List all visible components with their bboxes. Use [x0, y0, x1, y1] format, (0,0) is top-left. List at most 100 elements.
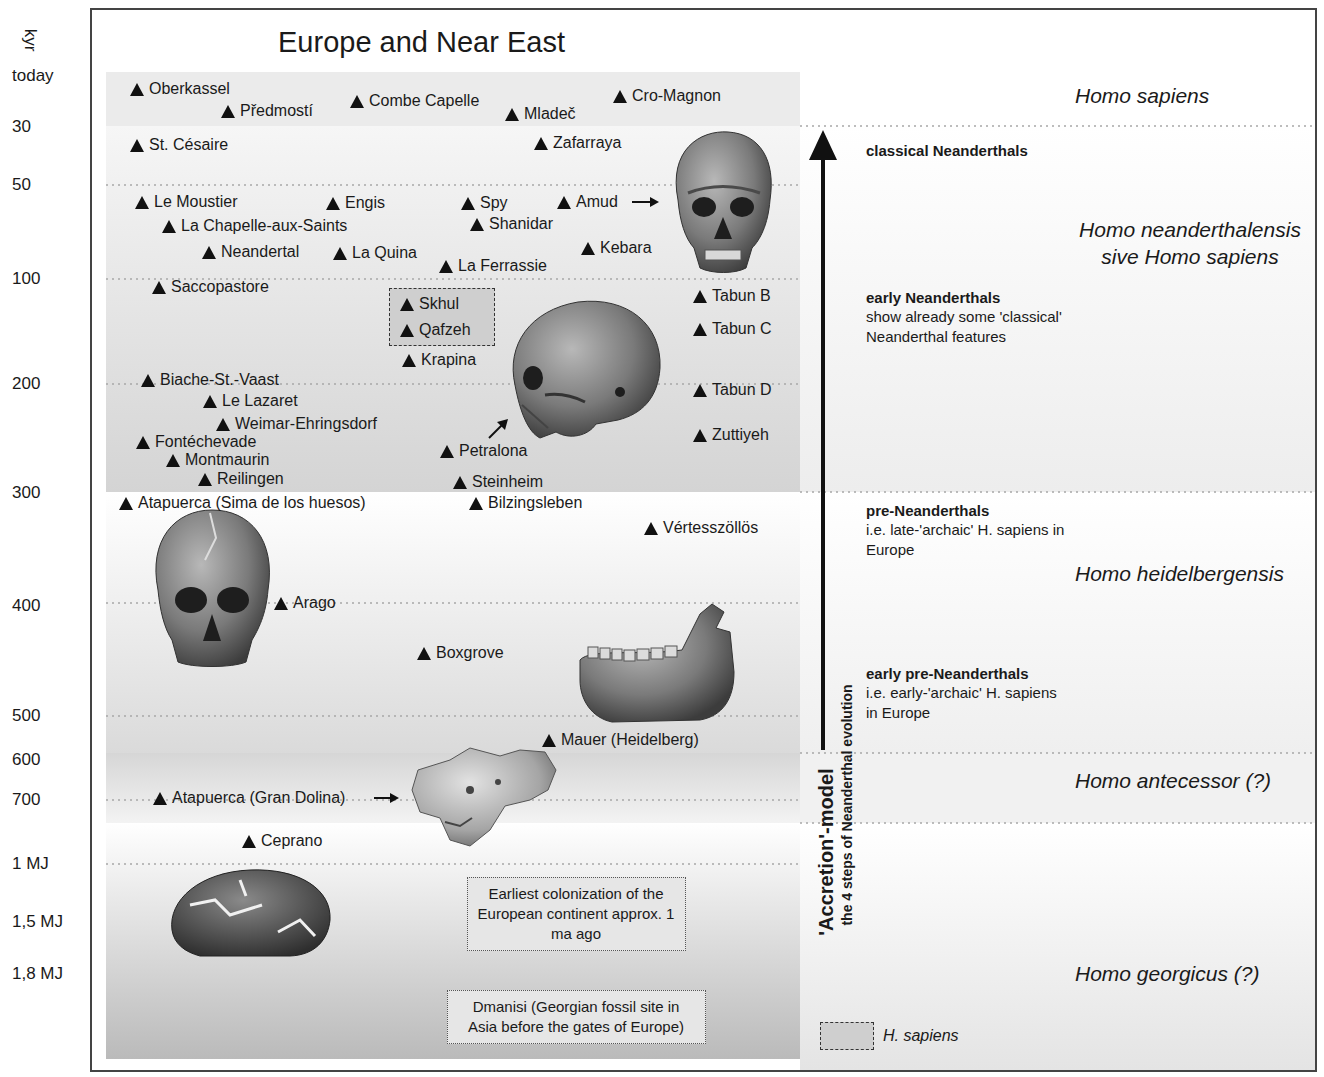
site-entry: Kebara: [581, 239, 652, 257]
site-marker: [693, 384, 707, 397]
axis-tick-label: 50: [12, 175, 31, 195]
axis-tick-label: today: [12, 66, 54, 86]
site-marker: [461, 197, 475, 210]
orbit: [692, 197, 716, 217]
orbit: [175, 587, 207, 613]
site-entry: Cro-Magnon: [613, 87, 721, 105]
tooth: [651, 648, 663, 659]
brow-ridge: [688, 187, 760, 194]
site-entry: Amud: [557, 193, 618, 211]
period-band: [106, 72, 800, 126]
tooth: [624, 650, 635, 661]
site-name: Předmostí: [240, 102, 313, 120]
site-entry: La Ferrassie: [439, 257, 547, 275]
site-name: Oberkassel: [149, 80, 230, 98]
skull-shape: [676, 132, 771, 273]
cheek-bone: [545, 394, 585, 402]
orbit: [217, 587, 249, 613]
skull-petralona: [513, 301, 660, 438]
arrow-head: [390, 793, 399, 803]
site-marker: [203, 395, 217, 408]
site-entry: Tabun D: [693, 381, 772, 399]
stage-description: show already some 'classical' Neandertha…: [866, 307, 1128, 346]
site-name: Cro-Magnon: [632, 87, 721, 105]
site-name: Neandertal: [221, 243, 299, 261]
site-marker: [417, 647, 431, 660]
site-name: Engis: [345, 194, 385, 212]
orbit: [523, 366, 543, 390]
species-name: Homo heidelbergensis: [1075, 562, 1284, 586]
axis-tick-label: 30: [12, 117, 31, 137]
mandible-mauer: [580, 604, 734, 722]
fossil-detail: [445, 818, 472, 826]
group-box: SkhulQafzeh: [389, 288, 495, 346]
site-name: Ceprano: [261, 832, 322, 850]
site-entry: Zuttiyeh: [693, 426, 769, 444]
site-name: Bilzingsleben: [488, 494, 582, 512]
skull-shape: [172, 870, 330, 956]
site-marker: [141, 374, 155, 387]
site-entry: Bilzingsleben: [469, 494, 582, 512]
period-band: [800, 492, 1315, 753]
grid-lines: [106, 126, 1316, 864]
site-marker: [581, 242, 595, 255]
site-name: Atapuerca (Sima de los huesos): [138, 494, 366, 512]
chart-frame: [91, 9, 1316, 1071]
site-entry: Reilingen: [198, 470, 284, 488]
grid-line: [800, 822, 1316, 824]
note-text: Dmanisi (Georgian fossil site in Asia be…: [458, 997, 695, 1038]
axis-tick-label: 500: [12, 706, 40, 726]
site-name: La Chapelle-aux-Saints: [181, 217, 347, 235]
grid-line: [800, 125, 1316, 127]
site-marker: [198, 473, 212, 486]
site-marker: [470, 218, 484, 231]
site-entry: Mauer (Heidelberg): [542, 731, 699, 749]
site-name: Kebara: [600, 239, 652, 257]
site-marker: [440, 445, 454, 458]
axis-tick-label: 100: [12, 269, 40, 289]
site-entry: Oberkassel: [130, 80, 230, 98]
site-name: Tabun C: [712, 320, 772, 338]
ear-opening: [615, 387, 625, 397]
evolution-arrow: [821, 158, 825, 750]
site-entry: Ceprano: [242, 832, 322, 850]
site-entry: La Chapelle-aux-Saints: [162, 217, 347, 235]
model-label: 'Accretion'-model: [815, 768, 838, 935]
site-entry: Biache-St.-Vaast: [141, 371, 279, 389]
tooth: [637, 649, 649, 660]
stage-description: i.e. late-'archaic' H. sapiens in Europe: [866, 520, 1066, 559]
site-marker: [152, 281, 166, 294]
site-marker: [505, 108, 519, 121]
site-name: Steinheim: [472, 473, 543, 491]
site-marker: [216, 418, 230, 431]
fragment-shape: [412, 748, 556, 846]
stage-heading: pre-Neanderthals: [866, 502, 989, 519]
orbit: [730, 197, 754, 217]
skull-shape: [513, 301, 660, 438]
site-name: Qafzeh: [419, 321, 471, 339]
site-entry: La Quina: [333, 244, 417, 262]
site-marker: [136, 436, 150, 449]
site-entry: Mladeč: [505, 105, 576, 123]
site-entry: Le Moustier: [135, 193, 238, 211]
stage-heading: classical Neanderthals: [866, 142, 1028, 159]
site-name: Petralona: [459, 442, 528, 460]
site-entry: Tabun C: [693, 320, 772, 338]
axis-tick-label: 200: [12, 374, 40, 394]
site-marker: [130, 139, 144, 152]
site-entry: Qafzeh: [400, 317, 482, 343]
pointer-arrow: [374, 797, 391, 799]
site-marker: [693, 323, 707, 336]
fossil-detail: [466, 786, 474, 794]
axis-unit: kyr: [20, 29, 40, 52]
site-marker: [166, 454, 180, 467]
site-marker: [119, 497, 133, 510]
species-name: Homo sapiens: [1075, 84, 1209, 108]
period-band: [106, 126, 800, 492]
arrow-head: [650, 197, 659, 207]
site-name: Zafarraya: [553, 134, 621, 152]
chart-title: Europe and Near East: [278, 26, 565, 59]
site-name: Atapuerca (Gran Dolina): [172, 789, 345, 807]
skull-ceprano: [172, 870, 330, 956]
